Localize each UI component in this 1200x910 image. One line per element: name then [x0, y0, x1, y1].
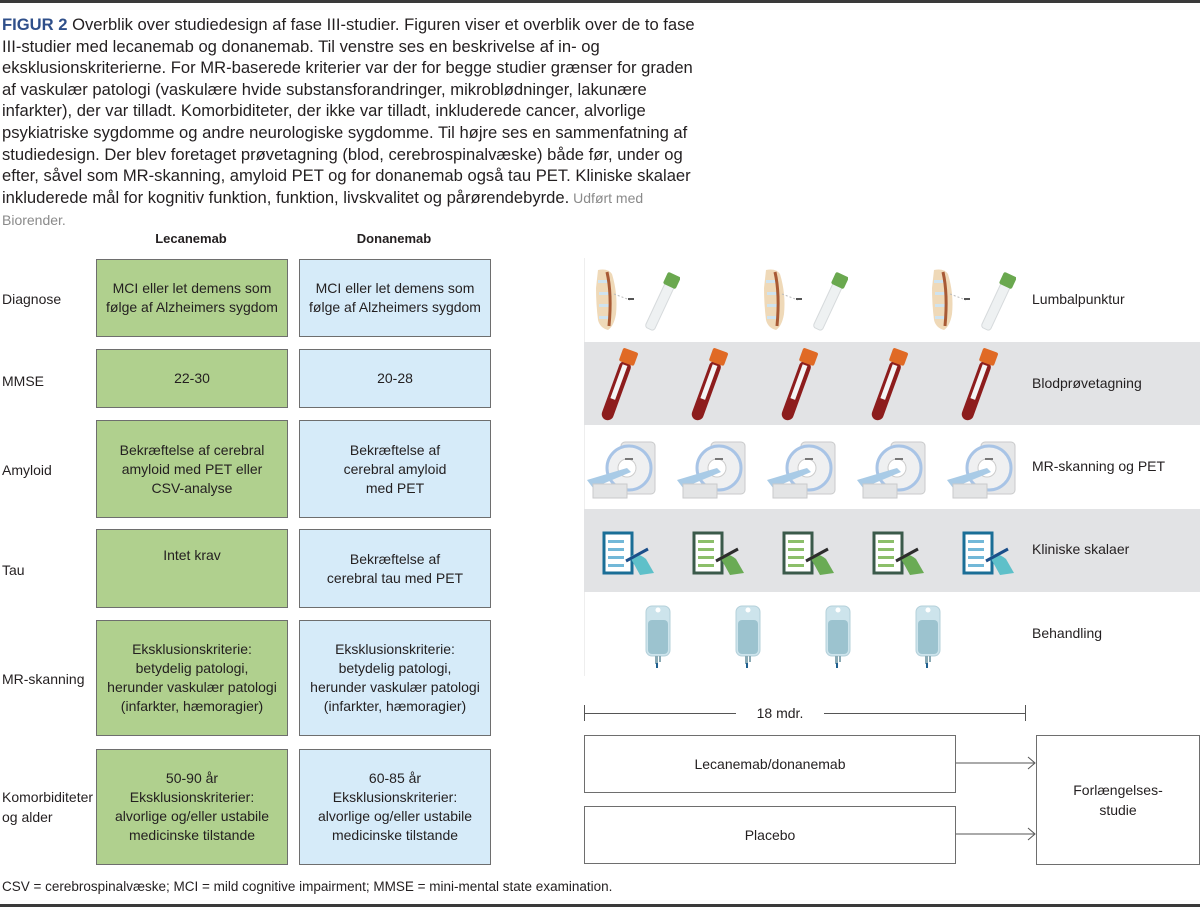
lumbar-puncture-icon [590, 264, 681, 347]
lecanemab-mmse-cell: 22-30 [96, 349, 288, 408]
design-label-kliniske-skalaer: Kliniske skalaer [1032, 541, 1130, 557]
blood-tube-icon [868, 346, 908, 431]
donanemab-mr-cell: Eksklusionskriterie: betydelig patologi,… [299, 620, 491, 736]
top-rule [0, 0, 1200, 3]
blood-tube-icon [958, 346, 998, 431]
band-lumbalpunktur [584, 258, 1200, 342]
row-label-diagnose: Diagnose [2, 291, 62, 307]
mri-scanner-icon [585, 438, 661, 509]
clinical-scale-icon [870, 529, 930, 584]
row-label-mmse: MMSE [2, 373, 44, 389]
arm-placebo-label: Placebo [744, 827, 796, 843]
timeline-line-left [584, 713, 736, 714]
bottom-rule [0, 904, 1200, 907]
row-label-komorbiditeter: Komorbiditeter og alder [2, 789, 94, 825]
blood-tube-icon [688, 346, 728, 431]
clinical-scale-icon [690, 529, 750, 584]
donanemab-comorbidity-cell: 60-85 år Eksklusionskriterier: alvorlige… [299, 749, 491, 865]
timeline-duration-label: 18 mdr. [756, 705, 804, 721]
figure-caption: FIGUR 2 Overblik over studiedesign af fa… [2, 14, 702, 232]
design-label-lumbalpunktur: Lumbalpunktur [1032, 291, 1125, 307]
lecanemab-diagnose-cell: MCI eller let demens som følge af Alzhei… [96, 259, 288, 337]
mri-scanner-icon [675, 438, 751, 509]
iv-bag-icon [643, 602, 673, 675]
band-behandling [584, 592, 1200, 676]
arm-active-label: Lecanemab/donanemab [694, 756, 846, 772]
arrow-placebo-to-extension [956, 827, 1036, 841]
clinical-scale-icon [600, 529, 660, 584]
donanemab-mmse-cell: 20-28 [299, 349, 491, 408]
donanemab-diagnose-cell: MCI eller let demens som følge af Alzhei… [299, 259, 491, 337]
lumbar-puncture-icon [926, 264, 1017, 347]
design-label-blodproevetagning: Blodprøvetagning [1032, 375, 1142, 391]
figure-label: FIGUR 2 [2, 15, 68, 34]
timeline-line-right [824, 713, 1026, 714]
arm-active: Lecanemab/donanemab [584, 735, 956, 793]
lecanemab-comorbidity-cell: 50-90 år Eksklusionskriterier: alvorlige… [96, 749, 288, 865]
footnote: CSV = cerebrospinalvæske; MCI = mild cog… [2, 879, 613, 894]
row-label-mr-skanning: MR-skanning [2, 671, 85, 687]
timeline-end-tick [1025, 705, 1026, 721]
row-label-amyloid: Amyloid [2, 462, 52, 478]
caption-credit: Udført med Biorender. [2, 189, 644, 229]
design-label-mr-pet: MR-skanning og PET [1032, 458, 1166, 474]
blood-tube-icon [598, 346, 638, 431]
lecanemab-tau-cell: Intet krav [96, 529, 288, 608]
iv-bag-icon [733, 602, 763, 675]
column-header-donanemab: Donanemab [356, 231, 432, 246]
blood-tube-icon [778, 346, 818, 431]
row-label-tau: Tau [2, 562, 25, 578]
iv-bag-icon [913, 602, 943, 675]
extension-study-box: Forlængelses- studie [1036, 735, 1200, 865]
mri-scanner-icon [945, 438, 1021, 509]
donanemab-amyloid-cell: Bekræftelse af cerebral amyloid med PET [299, 420, 491, 518]
mri-scanner-icon [855, 438, 931, 509]
caption-text: Overblik over studiedesign af fase III-s… [2, 15, 695, 207]
clinical-scale-icon [960, 529, 1020, 584]
lecanemab-amyloid-cell: Bekræftelse af cerebral amyloid med PET … [96, 420, 288, 518]
mri-scanner-icon [765, 438, 841, 509]
lecanemab-mr-cell: Eksklusionskriterie: betydelig patologi,… [96, 620, 288, 736]
iv-bag-icon [823, 602, 853, 675]
column-header-lecanemab: Lecanemab [155, 231, 227, 246]
clinical-scale-icon [780, 529, 840, 584]
design-label-behandling: Behandling [1032, 625, 1103, 641]
lumbar-puncture-icon [758, 264, 849, 347]
donanemab-tau-cell: Bekræftelse af cerebral tau med PET [299, 529, 491, 608]
arrow-active-to-extension [956, 756, 1036, 770]
arm-placebo: Placebo [584, 806, 956, 864]
